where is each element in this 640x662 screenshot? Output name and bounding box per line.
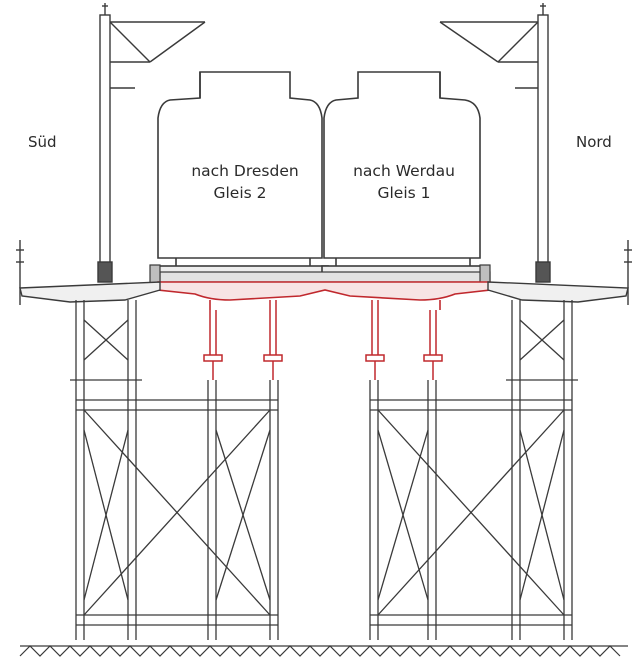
hydraulic-jacks bbox=[203, 300, 443, 380]
label-right-train-track: Gleis 1 bbox=[377, 184, 430, 202]
deck-cantilever-left bbox=[16, 240, 161, 305]
temporary-deck-highlight bbox=[157, 281, 491, 310]
deck-cantilever-right bbox=[487, 240, 632, 305]
catenary-mast-right bbox=[439, 3, 551, 283]
label-right-train-destination: nach Werdau bbox=[353, 162, 455, 180]
label-south: Süd bbox=[28, 133, 57, 151]
support-tower-left bbox=[75, 380, 279, 640]
ground-line bbox=[19, 645, 628, 657]
label-left-train-destination: nach Dresden bbox=[191, 162, 298, 180]
frame-header-right bbox=[506, 300, 578, 381]
catenary-mast-left bbox=[97, 3, 206, 283]
frame-header-left bbox=[70, 300, 142, 381]
label-left-train-track: Gleis 2 bbox=[213, 184, 266, 202]
support-tower-right bbox=[369, 380, 573, 640]
label-north: Nord bbox=[576, 133, 612, 151]
